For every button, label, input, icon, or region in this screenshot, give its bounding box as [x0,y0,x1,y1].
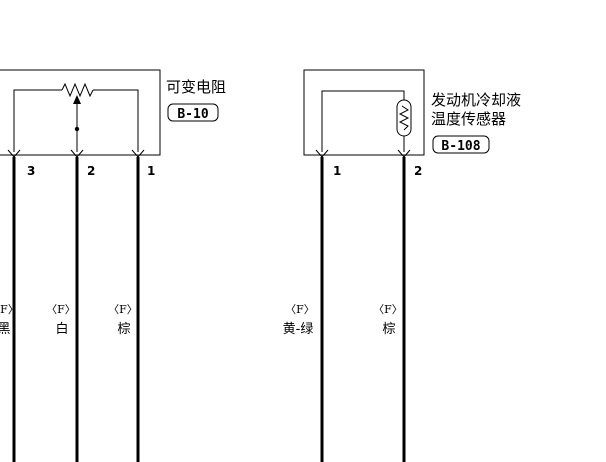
wire-labels: 〈F〉 黑 〈F〉 白 〈F〉 棕 〈F〉 黄-绿 〈F〉 棕 [0,303,403,337]
resistor-box [0,69,161,156]
resistor-connector-id: B-10 [177,107,208,122]
resistor-name: 可变电阻 [166,78,226,96]
wire-tag-1: 〈F〉 [46,303,76,316]
wire-tag-0: 〈F〉 [0,303,19,316]
wire-tag-4: 〈F〉 [373,303,403,316]
sensor-name-line2: 温度传感器 [431,110,506,128]
resistor-pin-1: 1 [147,164,155,178]
sensor-box [303,69,425,156]
resistor-zigzag-icon [61,82,94,98]
wire-color-2: 棕 [117,322,130,337]
coolant-temp-sensor [303,69,425,156]
sensor-pin-2: 2 [414,164,422,178]
resistor-pin-3: 3 [27,164,35,178]
sensor-pin-1: 1 [333,164,341,178]
sensor-connector-badge [432,135,490,154]
resistor-pin-2: 2 [87,164,95,178]
resistor-connector-badge [167,103,219,122]
wire-color-3: 黄-绿 [283,322,314,337]
wire-color-4: 棕 [382,322,395,337]
wiper-arrow-icon [73,95,81,104]
junction-dot [74,126,80,132]
variable-resistor [0,69,161,156]
sensor-name-line1: 发动机冷却液 [431,91,521,109]
sensor-pins [315,149,411,158]
wires [12,157,406,462]
sensor-connector-id: B-108 [441,139,480,154]
wire-color-0: 黑 [0,322,11,337]
wire-tag-3: 〈F〉 [285,303,315,316]
resistor-pins [7,149,145,158]
wire-color-1: 白 [55,321,68,337]
wire-tag-2: 〈F〉 [108,303,138,316]
